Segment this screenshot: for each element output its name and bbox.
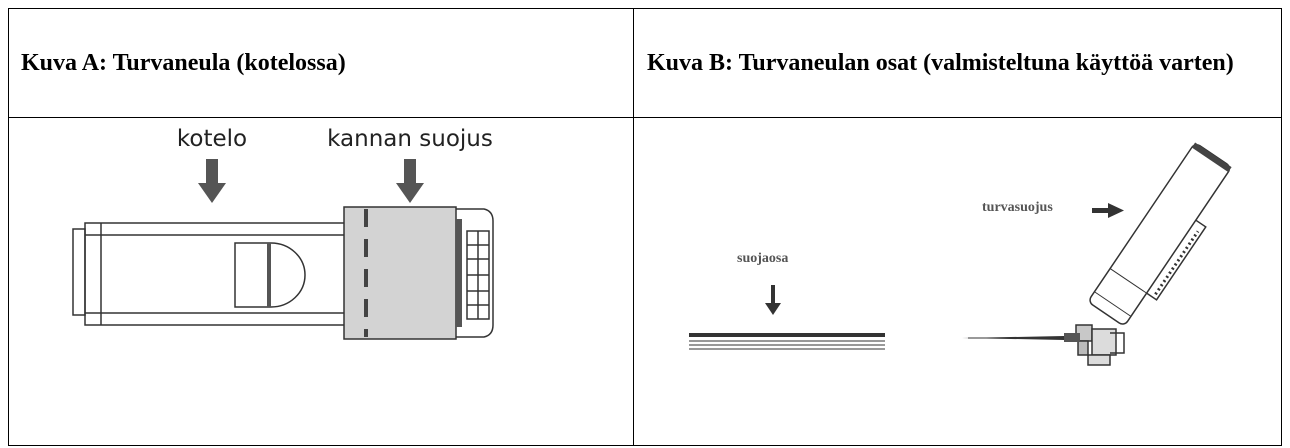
- needle-hub: [1064, 333, 1080, 342]
- hub-cover-arrow-icon: [396, 159, 424, 203]
- protective-part-label: suojaosa: [737, 251, 788, 266]
- case-arrow-icon: [198, 159, 226, 203]
- hub-cover-label: kannan suojus: [327, 126, 493, 152]
- safety-cover-label: turvasuojus: [982, 200, 1053, 215]
- figure-table: Kuva A: Turvaneula (kotelossa) Kuva B: T…: [8, 8, 1282, 446]
- hub-cover: [343, 206, 457, 340]
- protective-part-arrow-icon: [765, 285, 781, 315]
- figure-a-illustration: kotelo kannan suojus: [72, 126, 494, 340]
- safety-cover-arrow-icon: [1092, 203, 1124, 218]
- case-label: kotelo: [177, 126, 247, 152]
- cap-end: [456, 208, 494, 338]
- figure-b-heading: Kuva B: Turvaneulan osat (valmisteltuna …: [647, 50, 1234, 76]
- figure-a-heading: Kuva A: Turvaneula (kotelossa): [21, 50, 346, 76]
- column-divider: [633, 9, 634, 445]
- case-clip-edge: [267, 243, 271, 307]
- protective-part: [689, 333, 885, 350]
- case-body: [72, 222, 350, 326]
- safety-needle-assembly: [962, 142, 1232, 366]
- figure-b-illustration: turvasuojus suojaosa: [689, 142, 1232, 366]
- row-divider: [9, 117, 1281, 118]
